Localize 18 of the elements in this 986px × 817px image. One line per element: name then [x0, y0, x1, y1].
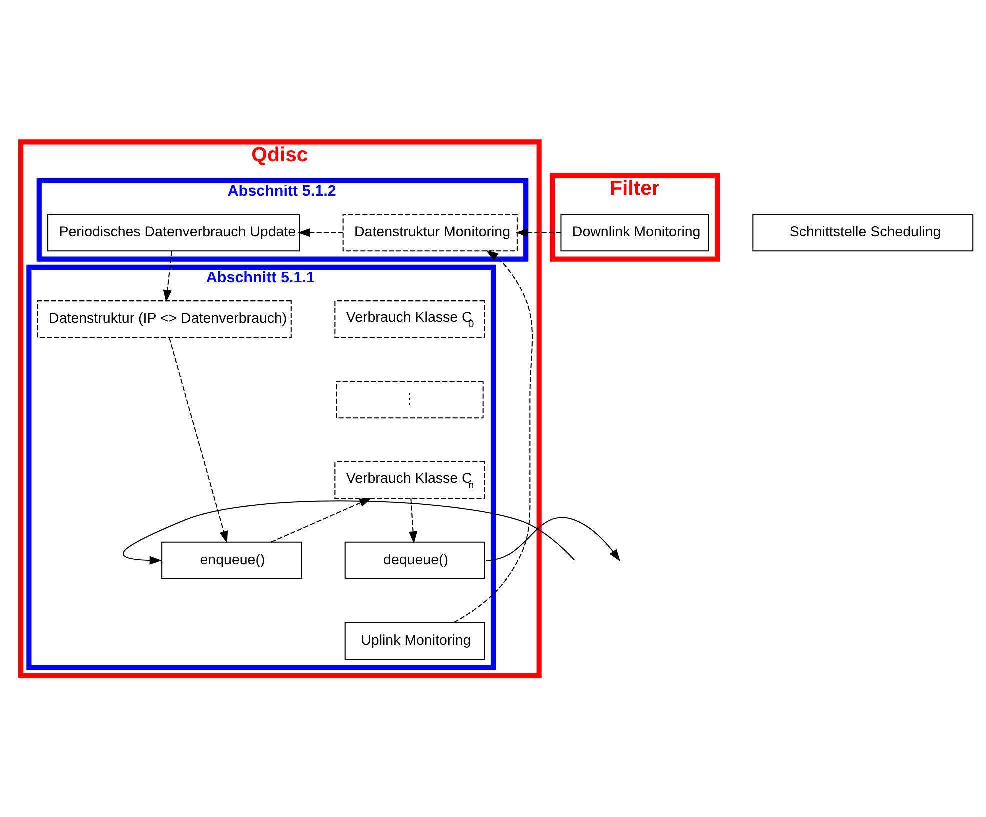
node-box: Verbrauch Klasse C$_{n}$ — [334, 460, 486, 499]
node-box: ⋮ — [336, 380, 484, 418]
node-box: enqueue() — [162, 541, 302, 580]
arrow — [454, 250, 533, 623]
arrow — [516, 228, 562, 237]
node-box: Periodisches Datenverbrauch Update — [48, 214, 300, 252]
node-box: Schnittstelle Scheduling — [752, 214, 974, 252]
arrow — [124, 500, 576, 564]
node-box: Uplink Monitoring — [344, 622, 486, 660]
node-box: Datenstruktur (IP <> Datenverbrauch) — [37, 300, 292, 338]
arrow — [409, 498, 418, 544]
node-box: dequeue() — [344, 541, 486, 580]
node-box: Datenstruktur Monitoring — [342, 214, 518, 252]
arrow — [298, 228, 344, 237]
arrow — [163, 250, 172, 302]
node-box: Downlink Monitoring — [560, 214, 710, 252]
node-box: Verbrauch Klasse C$_{0}$ — [334, 300, 486, 338]
arrow — [169, 337, 228, 544]
